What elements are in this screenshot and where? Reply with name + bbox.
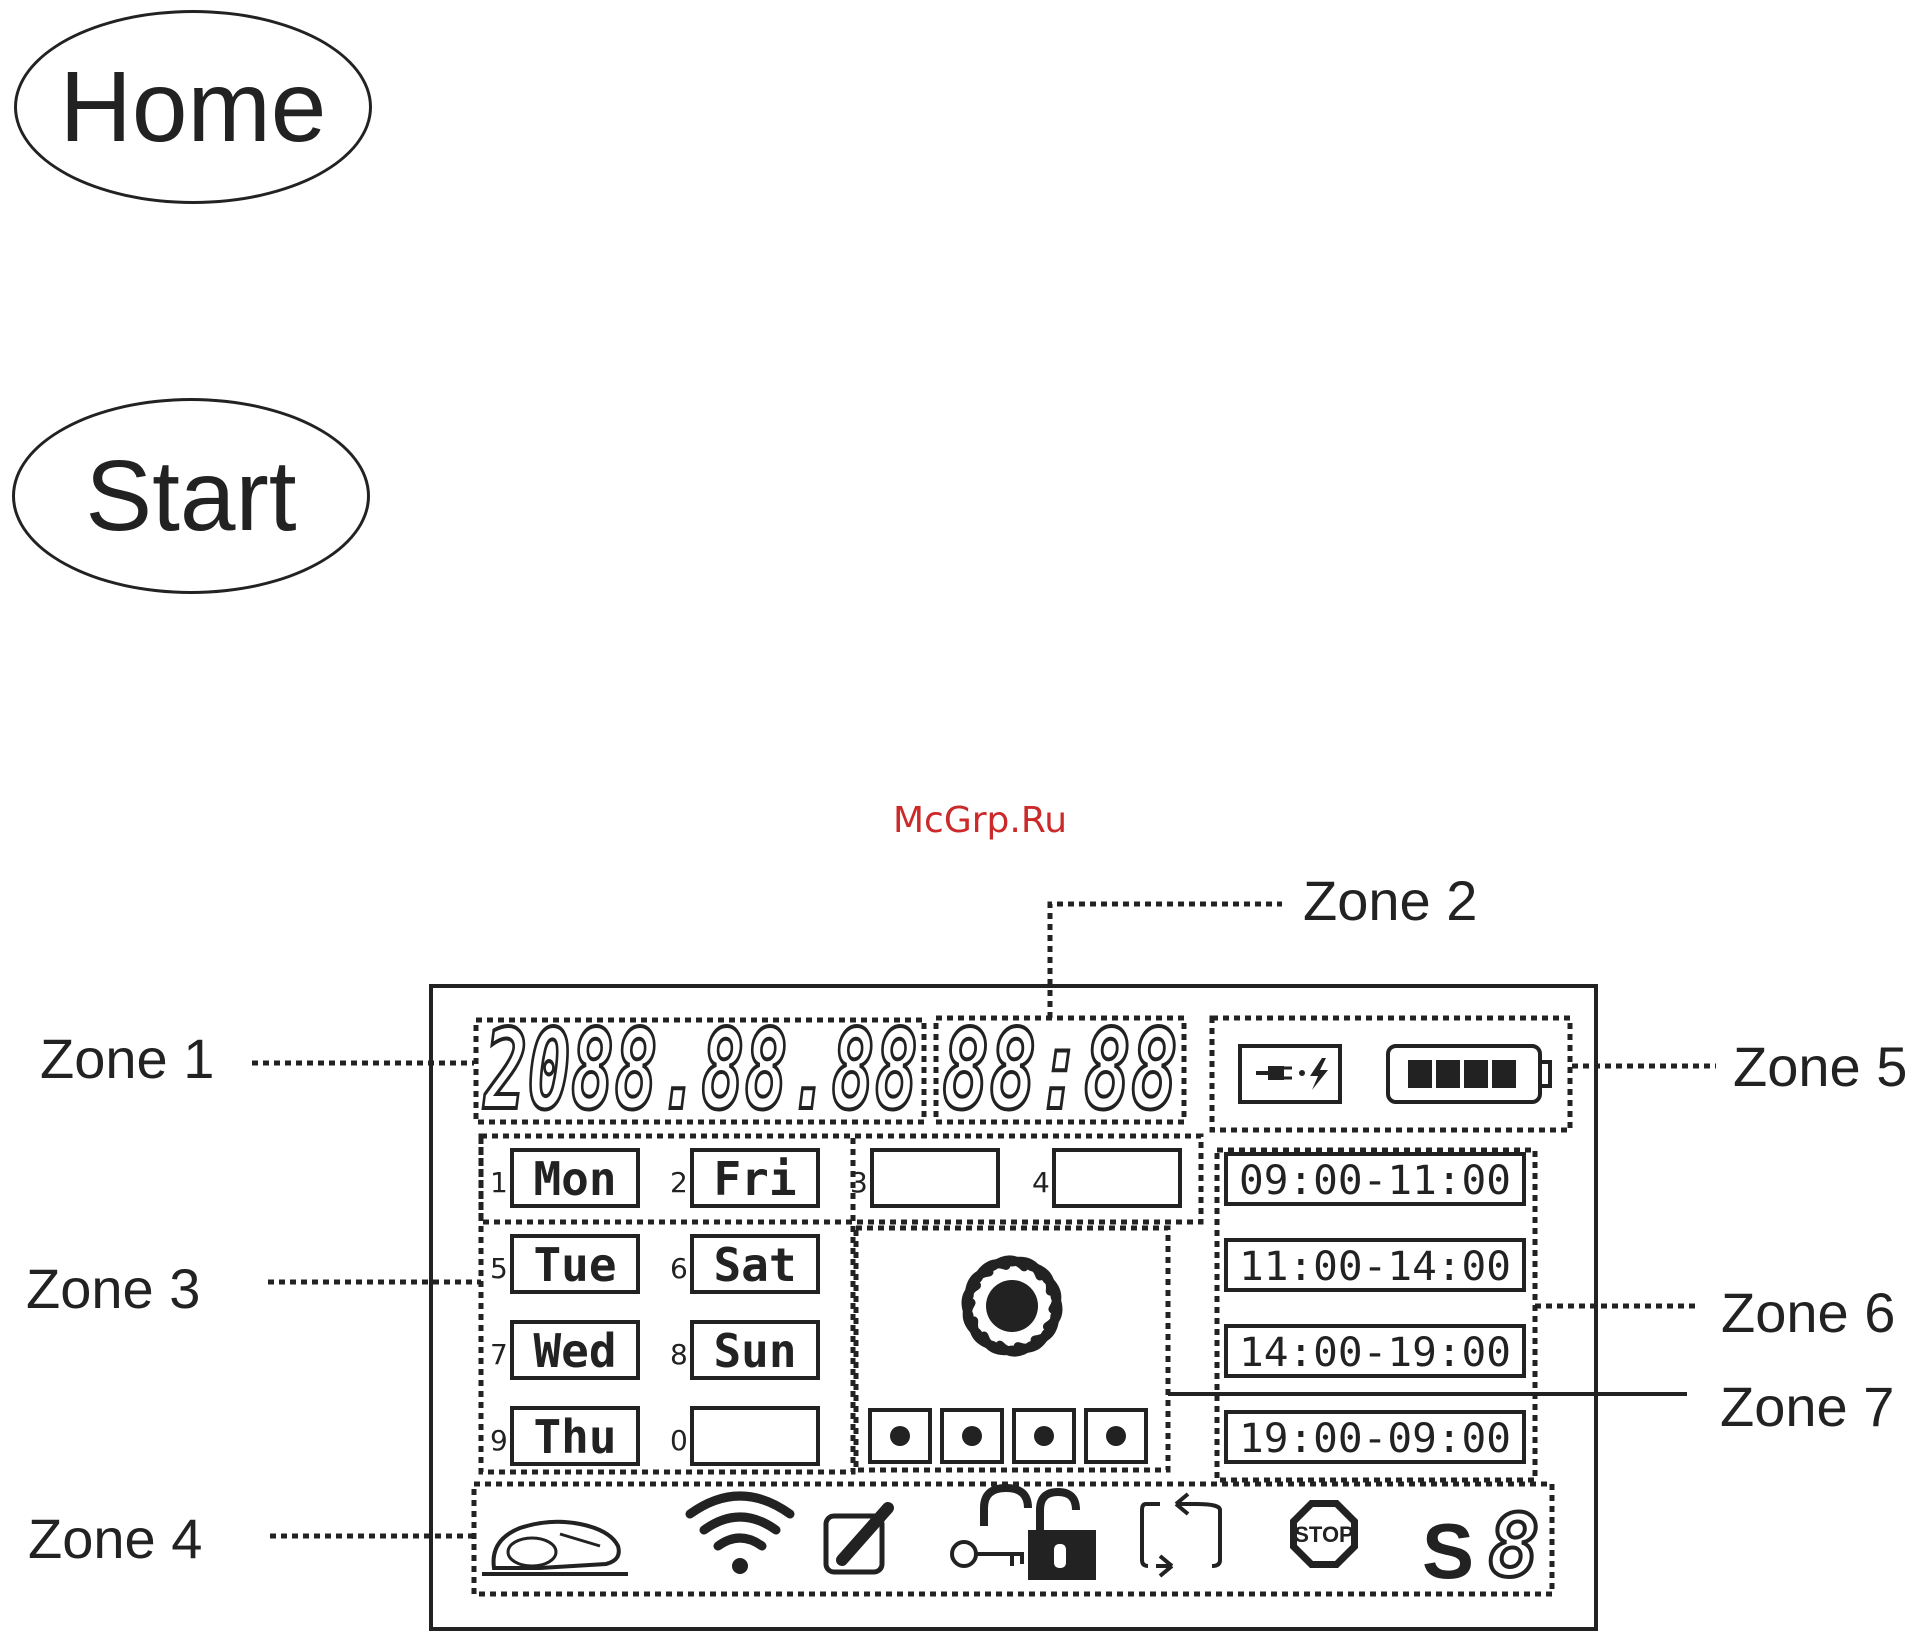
day-number: 9 (490, 1424, 508, 1457)
charge-bolt-icon (1310, 1058, 1328, 1090)
day-number: 1 (490, 1166, 508, 1199)
time-slot-label: 19:00-09:00 (1239, 1416, 1511, 1462)
day-box (692, 1408, 818, 1464)
time-slot: 19:00-09:00 (1226, 1412, 1524, 1462)
day-label: Tue (533, 1238, 616, 1292)
day-label: Thu (533, 1410, 616, 1464)
edit-icon (826, 1508, 888, 1572)
day-number: 0 (670, 1424, 688, 1457)
day-label: Sun (713, 1324, 796, 1378)
indicator-dot (890, 1426, 910, 1446)
day-slot: 8 Sun (670, 1322, 818, 1378)
day-number: 7 (490, 1338, 508, 1371)
day-label: Sat (713, 1238, 796, 1292)
key-icon (952, 1542, 1024, 1566)
day-number: 4 (1032, 1166, 1050, 1199)
time-slot-label: 14:00-19:00 (1239, 1330, 1511, 1376)
wifi-icon (690, 1496, 790, 1574)
day-slot: 5 Tue (490, 1236, 638, 1292)
plug-icon (1256, 1066, 1305, 1080)
day-slot: 9 Thu (490, 1408, 638, 1464)
fan-icon (960, 1254, 1065, 1359)
indicator-dot (1106, 1426, 1126, 1446)
day-slot: 6 Sat (670, 1236, 818, 1292)
day-number: 2 (670, 1166, 688, 1199)
day-number: 3 (850, 1166, 868, 1199)
repeat-icon (1142, 1494, 1220, 1576)
day-label: Fri (713, 1152, 796, 1206)
stop-icon: STOP (1290, 1500, 1358, 1568)
mode-indicators (870, 1410, 1146, 1462)
indicator-dot (962, 1426, 982, 1446)
time-slot: 14:00-19:00 (1226, 1326, 1524, 1376)
day-slot: 7 Wed (490, 1322, 638, 1378)
day-slot: 4 (1032, 1150, 1180, 1206)
mower-icon (482, 1522, 628, 1574)
zone-4-box (474, 1484, 1552, 1594)
day-label: Mon (533, 1152, 616, 1206)
speed-digit: 8 (1488, 1497, 1540, 1597)
speed-letter: S (1422, 1507, 1474, 1595)
day-slot: 1 Mon (490, 1150, 638, 1206)
day-slot: 3 (850, 1150, 998, 1206)
day-slot: 2 Fri (670, 1150, 818, 1206)
time-display: 88:88 (942, 1006, 1178, 1134)
time-slot-label: 09:00-11:00 (1239, 1158, 1511, 1204)
battery-icon (1388, 1046, 1550, 1102)
day-box (1054, 1150, 1180, 1206)
date-display: 2088.88.88 (483, 1006, 918, 1134)
day-box (872, 1150, 998, 1206)
plug-box (1240, 1046, 1340, 1102)
day-slot: 0 (670, 1408, 818, 1464)
unlock-icon (984, 1488, 1096, 1580)
day-number: 8 (670, 1338, 688, 1371)
day-grid: 1 Mon 2 Fri 3 4 5 Tue 6 Sat 7 Wed 8 Sun 9 Thu 0 (490, 1150, 1180, 1464)
indicator-dot (1034, 1426, 1054, 1446)
time-slot: 11:00-14:00 (1226, 1240, 1524, 1290)
zone-2-leader (1050, 904, 1282, 1018)
day-label: Wed (533, 1324, 616, 1378)
time-slot-list: 09:00-11:00 11:00-14:00 14:00-19:00 19:00-0… (1226, 1154, 1524, 1462)
day-number: 6 (670, 1252, 688, 1285)
stop-label: STOP (1294, 1522, 1354, 1547)
day-number: 5 (490, 1252, 508, 1285)
time-slot-label: 11:00-14:00 (1239, 1244, 1511, 1290)
time-slot: 09:00-11:00 (1226, 1154, 1524, 1204)
